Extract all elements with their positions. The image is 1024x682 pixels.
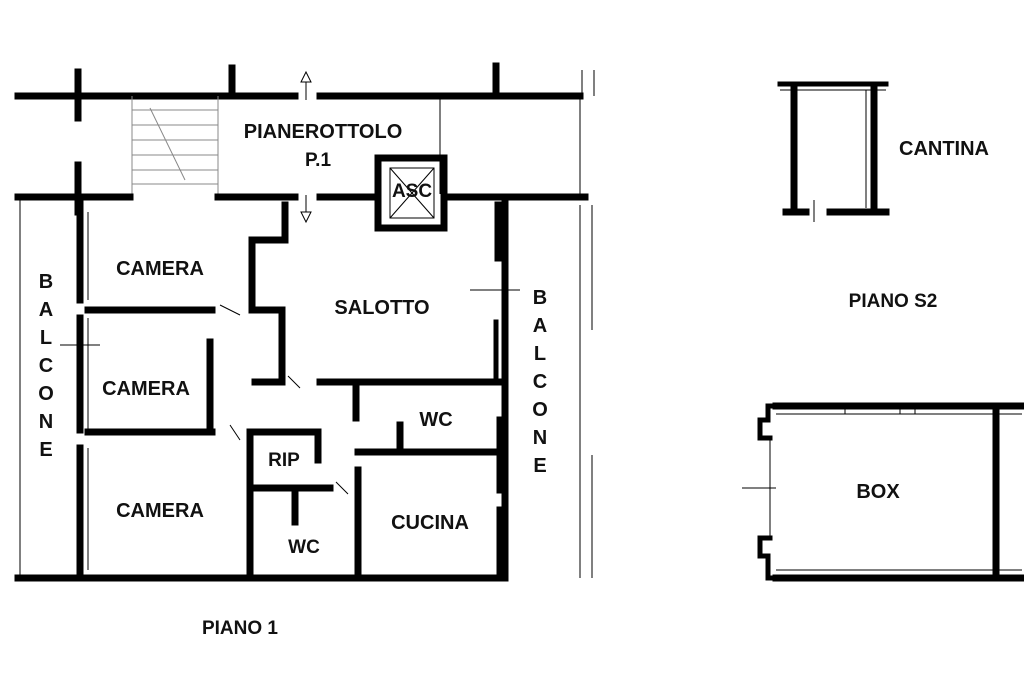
balcone-left-letter: B — [39, 271, 53, 293]
asc-label: ASC — [392, 181, 432, 202]
balcone-left-letter: N — [39, 411, 53, 433]
rip-label: RIP — [268, 450, 300, 471]
pianerottolo-label: PIANEROTTOLO — [244, 121, 403, 143]
cantina-walls — [777, 81, 890, 222]
balcone-left-letter: C — [39, 355, 53, 377]
balcone-left-letter: A — [39, 299, 53, 321]
piano-s2-title: PIANO S2 — [849, 291, 938, 312]
balcone-right-letter: B — [533, 287, 547, 309]
balcone-right-letter: E — [533, 455, 546, 477]
camera-top-label: CAMERA — [116, 258, 204, 280]
balcone-left-letter: L — [40, 327, 52, 349]
balcone-left-letter: E — [39, 439, 52, 461]
balcone-right-letter: O — [532, 399, 548, 421]
balcone-right-letter: L — [534, 343, 546, 365]
balcone-right-letter: N — [533, 427, 547, 449]
balcone-left-label: B A L C O N E — [38, 271, 54, 461]
pianerottolo-sub-label: P.1 — [305, 150, 332, 171]
cucina-label: CUCINA — [391, 512, 469, 534]
wc-upper-label: WC — [419, 409, 452, 431]
balcone-left-letter: O — [38, 383, 54, 405]
wc-lower-label: WC — [288, 537, 320, 558]
piano1-walls — [14, 62, 595, 582]
box-walls — [742, 402, 1024, 582]
balcone-right-letter: C — [533, 371, 547, 393]
camera-mid-label: CAMERA — [102, 378, 190, 400]
salotto-label: SALOTTO — [334, 297, 429, 319]
cantina-label: CANTINA — [899, 138, 989, 160]
box-label: BOX — [856, 481, 900, 503]
piano1-title: PIANO 1 — [202, 618, 278, 639]
balcone-right-label: B A L C O N E — [532, 287, 548, 477]
camera-bottom-label: CAMERA — [116, 500, 204, 522]
balcone-right-letter: A — [533, 315, 547, 337]
